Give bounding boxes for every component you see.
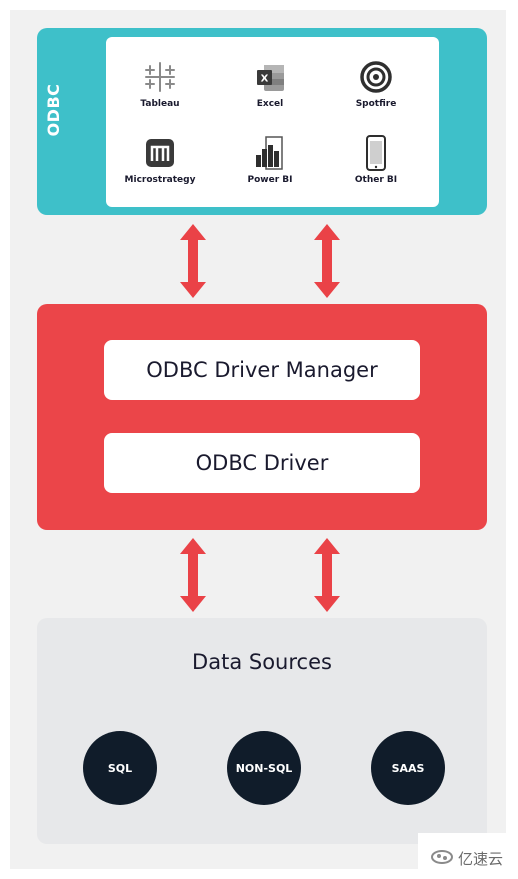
tool-excel: X Excel xyxy=(220,57,320,127)
source-saas: SAAS xyxy=(371,731,445,805)
tool-label: Other BI xyxy=(354,175,398,185)
bi-tools-panel: Tableau X Excel Spotfire Microstrategy xyxy=(106,37,439,207)
tool-other-bi: Other BI xyxy=(326,133,426,203)
watermark-area xyxy=(418,833,518,879)
data-sources-title: Data Sources xyxy=(192,650,332,674)
tool-tableau: Tableau xyxy=(110,57,210,127)
powerbi-icon xyxy=(256,136,283,170)
spotfire-icon xyxy=(360,61,392,93)
source-non-sql: NON-SQL xyxy=(227,731,301,805)
tool-spotfire: Spotfire xyxy=(326,57,426,127)
tool-label: Excel xyxy=(256,99,284,109)
double-arrow-icon xyxy=(180,538,206,612)
driver-block xyxy=(37,304,487,530)
tool-microstrategy: Microstrategy xyxy=(110,133,210,203)
svg-text:X: X xyxy=(261,74,269,85)
driver-box: ODBC Driver xyxy=(104,433,420,493)
tool-label: Power BI xyxy=(247,175,293,185)
watermark-logo-icon xyxy=(431,850,453,864)
phone-icon xyxy=(366,135,386,171)
microstrategy-icon xyxy=(146,139,174,167)
tool-powerbi: Power BI xyxy=(220,133,320,203)
watermark-text: 亿速云 xyxy=(458,850,504,868)
odbc-label: ODBC xyxy=(44,83,63,137)
tool-label: Microstrategy xyxy=(124,175,196,185)
double-arrow-icon xyxy=(314,224,340,298)
tool-label: Tableau xyxy=(140,99,180,109)
source-sql: SQL xyxy=(83,731,157,805)
excel-icon: X xyxy=(257,65,284,91)
double-arrow-icon xyxy=(180,224,206,298)
tool-label: Spotfire xyxy=(355,99,397,109)
tableau-icon xyxy=(145,62,175,92)
double-arrow-icon xyxy=(314,538,340,612)
driver-manager-box: ODBC Driver Manager xyxy=(104,340,420,400)
